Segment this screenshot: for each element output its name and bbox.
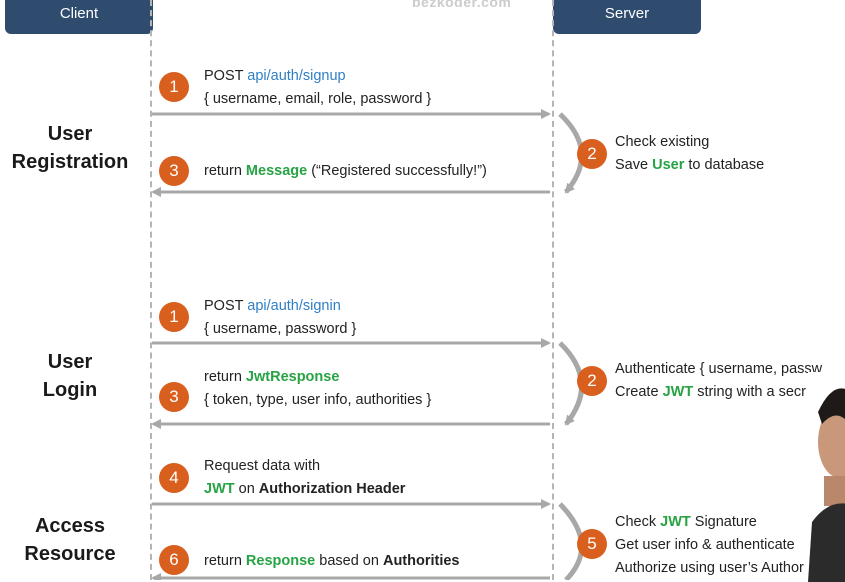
signin-payload: { username, password } bbox=[204, 321, 357, 337]
server-lane-header: Server bbox=[553, 0, 701, 34]
step-badge-login-1: 1 bbox=[159, 302, 189, 332]
section-label-registration: User Registration bbox=[0, 120, 140, 176]
text-segment: (“Registered successfully!”) bbox=[307, 163, 487, 179]
text-segment: string with a secr bbox=[693, 384, 806, 400]
text-segment: based on bbox=[315, 553, 383, 569]
authorization-header-label: Authorization Header bbox=[258, 481, 406, 497]
section-label-line: Registration bbox=[11, 151, 129, 173]
jwtresponse-payload: { token, type, user info, authorities } bbox=[204, 392, 432, 408]
highlight-jwt: JWT bbox=[662, 384, 694, 400]
step-badge-registration-2: 2 bbox=[577, 139, 607, 169]
highlight-jwt: JWT bbox=[204, 481, 235, 497]
http-method: POST bbox=[204, 298, 248, 314]
login-response-line: return JwtResponse bbox=[204, 366, 431, 389]
highlight-jwt: JWT bbox=[660, 514, 691, 530]
step-badge-registration-1: 1 bbox=[159, 72, 189, 102]
highlight-user: User bbox=[652, 157, 685, 173]
text-segment: Signature bbox=[690, 514, 757, 530]
text-segment: to database bbox=[684, 157, 765, 173]
access-server-text: Check JWT Signature Get user info & auth… bbox=[615, 511, 804, 580]
http-method: POST bbox=[204, 68, 248, 84]
highlight-jwtresponse: JwtResponse bbox=[245, 369, 340, 385]
registration-server-text: Check existing Save User to database bbox=[615, 131, 764, 177]
signup-endpoint: api/auth/signup bbox=[247, 68, 346, 84]
server-step-line: Authorize using user’s Author bbox=[615, 560, 804, 576]
section-label-line: User bbox=[47, 123, 93, 145]
section-label-line: Resource bbox=[24, 543, 116, 565]
step-badge-access-4: 4 bbox=[159, 463, 189, 493]
server-step-line: Authenticate { username, passw bbox=[615, 361, 823, 377]
registration-response-text: return Message (“Registered successfully… bbox=[204, 160, 487, 183]
signup-request-line: POST api/auth/signup bbox=[204, 65, 431, 88]
highlight-message: Message bbox=[245, 163, 308, 179]
text-segment: Check bbox=[615, 514, 661, 530]
section-label-line: Login bbox=[42, 379, 98, 401]
resource-request-line: Request data with bbox=[204, 458, 321, 474]
signin-request-text: POST api/auth/signin { username, passwor… bbox=[204, 295, 356, 341]
access-response-text: return Response based on Authorities bbox=[204, 550, 460, 573]
text-segment: Create bbox=[615, 384, 663, 400]
resource-request-text: Request data with JWT on Authorization H… bbox=[204, 455, 405, 501]
server-lifeline bbox=[552, 0, 554, 580]
step-badge-access-5: 5 bbox=[577, 529, 607, 559]
section-label-line: User bbox=[47, 351, 93, 373]
signup-payload: { username, email, role, password } bbox=[204, 91, 432, 107]
login-server-text: Authenticate { username, passw Create JW… bbox=[615, 358, 822, 404]
client-lane-header: Client bbox=[5, 0, 153, 34]
section-label-login: User Login bbox=[0, 348, 140, 404]
signin-request-line: POST api/auth/signin bbox=[204, 295, 356, 318]
text-segment: Save bbox=[615, 157, 653, 173]
text-segment: return bbox=[204, 369, 246, 385]
step-badge-login-3: 3 bbox=[159, 382, 189, 412]
text-segment: return bbox=[204, 553, 246, 569]
resource-request-line: JWT on Authorization Header bbox=[204, 478, 405, 501]
step-badge-registration-3: 3 bbox=[159, 156, 189, 186]
section-label-access: Access Resource bbox=[0, 512, 140, 568]
signup-request-text: POST api/auth/signup { username, email, … bbox=[204, 65, 431, 111]
login-response-text: return JwtResponse { token, type, user i… bbox=[204, 366, 431, 412]
server-step-line: Get user info & authenticate bbox=[615, 537, 795, 553]
presenter-photo bbox=[808, 372, 845, 582]
server-step-line: Save User to database bbox=[615, 154, 764, 177]
step-badge-access-6: 6 bbox=[159, 545, 189, 575]
step-badge-login-2: 2 bbox=[577, 366, 607, 396]
highlight-response: Response bbox=[245, 553, 316, 569]
section-label-line: Access bbox=[34, 515, 106, 537]
watermark: bezkoder.com bbox=[412, 0, 512, 10]
server-step-line: Check existing bbox=[615, 134, 710, 150]
signin-endpoint: api/auth/signin bbox=[247, 298, 341, 314]
text-segment: return bbox=[204, 163, 246, 179]
server-step-line: Check JWT Signature bbox=[615, 511, 804, 534]
text-segment: on bbox=[234, 481, 259, 497]
client-lifeline bbox=[150, 0, 152, 580]
server-step-line: Create JWT string with a secr bbox=[615, 381, 822, 404]
authorities-label: Authorities bbox=[382, 553, 460, 569]
